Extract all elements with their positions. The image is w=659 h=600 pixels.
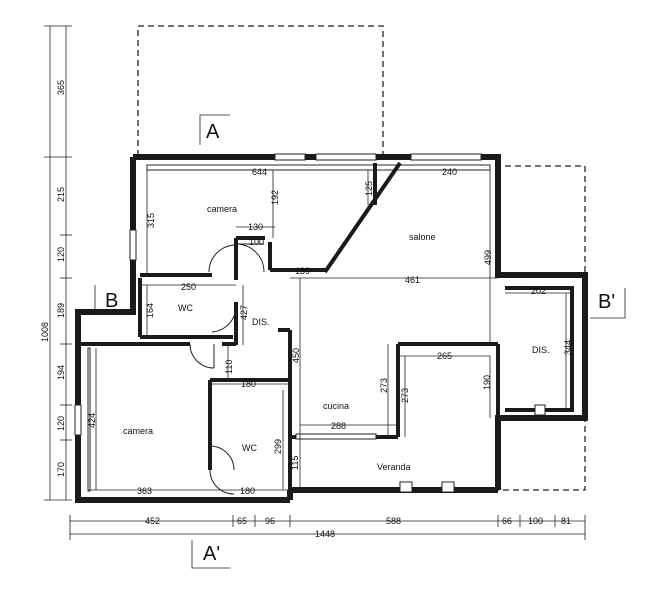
dim-288: 288 <box>331 421 346 431</box>
exterior-walls <box>75 154 588 503</box>
left-dim-365: 365 <box>56 80 66 95</box>
dim-461: 461 <box>405 275 420 285</box>
bottom-dim-81: 81 <box>561 516 571 526</box>
room-dis-left: DIS. <box>252 317 270 327</box>
dim-250: 250 <box>181 282 196 292</box>
left-dim-total: 1008 <box>40 322 50 342</box>
dim-363: 363 <box>137 486 152 496</box>
dim-190: 190 <box>482 375 492 390</box>
windows <box>74 153 546 493</box>
dim-130: 130 <box>248 222 263 232</box>
room-salone: salone <box>409 232 436 242</box>
bottom-dimension-chain <box>69 515 586 540</box>
room-camera-top: camera <box>207 204 237 214</box>
dim-450: 450 <box>291 348 301 363</box>
bottom-dim-65: 65 <box>237 516 247 526</box>
left-dim-120-a: 120 <box>56 247 66 262</box>
room-labels: camera salone WC DIS. DIS. cucina camera… <box>123 204 550 472</box>
left-dim-170: 170 <box>56 462 66 477</box>
left-dim-120-b: 120 <box>56 416 66 431</box>
bottom-dim-96: 96 <box>265 516 275 526</box>
dim-265: 265 <box>437 351 452 361</box>
internal-dimension-labels: 644 240 315 192 125 130 100 139 499 461 … <box>87 167 573 496</box>
dim-100: 100 <box>249 237 264 247</box>
dim-192: 192 <box>270 190 280 205</box>
dim-644: 644 <box>252 167 267 177</box>
left-dim-189: 189 <box>56 303 66 318</box>
dim-424: 424 <box>87 413 97 428</box>
bottom-dim-total: 1448 <box>315 529 335 539</box>
left-dim-215: 215 <box>56 187 66 202</box>
dim-273-b: 273 <box>400 388 410 403</box>
room-wc-top: WC <box>178 303 193 313</box>
section-b-right: B' <box>598 291 615 313</box>
dim-273-a: 273 <box>379 378 389 393</box>
dim-344: 344 <box>563 340 573 355</box>
left-dim-194: 194 <box>56 365 66 380</box>
bottom-dim-66: 66 <box>502 516 512 526</box>
dim-240: 240 <box>442 167 457 177</box>
room-veranda: Veranda <box>377 462 411 472</box>
dim-164: 164 <box>145 303 155 318</box>
dim-139: 139 <box>295 266 310 276</box>
dim-202: 202 <box>531 286 546 296</box>
room-cucina: cucina <box>323 401 349 411</box>
section-b-left: B <box>105 290 118 312</box>
bottom-dimension-labels: 452 65 96 588 66 100 81 1448 <box>145 516 571 539</box>
room-dis-right: DIS. <box>532 345 550 355</box>
bottom-dim-588: 588 <box>386 516 401 526</box>
section-a-bottom: A' <box>203 543 220 565</box>
room-camera-bottom: camera <box>123 426 153 436</box>
section-a-top: A <box>206 121 220 143</box>
dim-125: 125 <box>364 181 374 196</box>
dim-110: 110 <box>224 360 234 374</box>
dim-180-a: 180 <box>241 379 256 389</box>
section-markers: A B B' A' <box>94 114 626 569</box>
door-swings <box>189 243 265 495</box>
dim-315: 315 <box>146 213 156 228</box>
dim-427: 427 <box>239 305 249 320</box>
dim-299: 299 <box>273 439 283 454</box>
dim-180-b: 180 <box>240 486 255 496</box>
dim-499: 499 <box>483 250 493 265</box>
bottom-dim-100: 100 <box>528 516 543 526</box>
bottom-dim-452: 452 <box>145 516 160 526</box>
room-wc-bottom: WC <box>242 443 257 453</box>
dim-115: 115 <box>290 456 300 470</box>
left-dimension-labels: 365 215 120 189 194 120 170 1008 <box>40 80 66 477</box>
left-dimension-chain <box>44 25 72 501</box>
internal-dimension-lines <box>88 169 572 491</box>
